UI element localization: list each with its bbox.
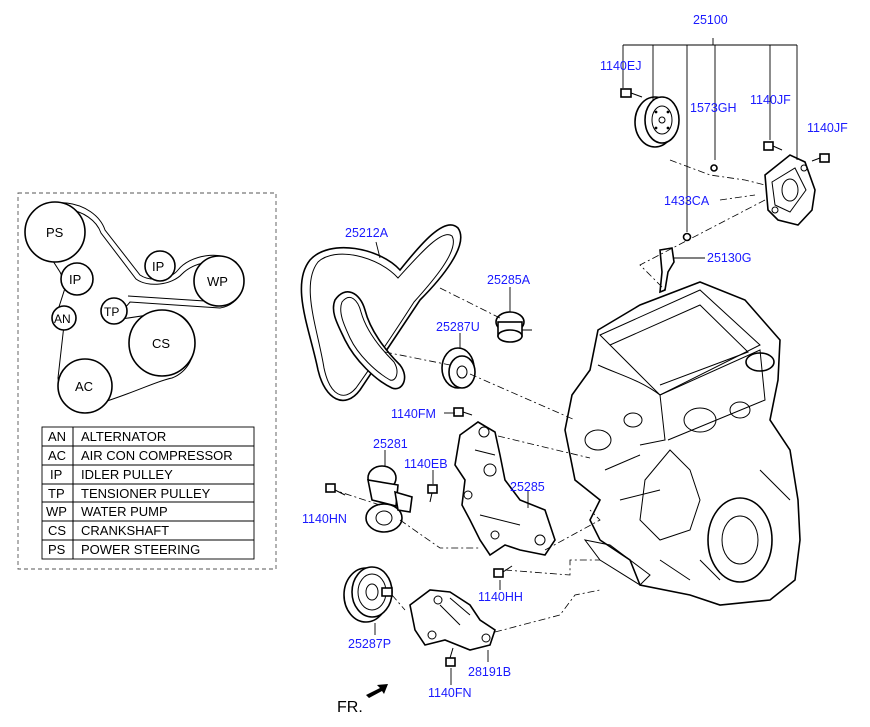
pulley-TP: TP <box>100 297 128 325</box>
legend-name: TENSIONER PULLEY <box>81 486 211 501</box>
water-pump-body <box>764 154 816 226</box>
drive-belt-25212A <box>300 224 462 402</box>
label-1140FN: 1140FN <box>428 686 472 700</box>
bolt-1140JF-a <box>763 141 783 151</box>
label-25212A: 25212A <box>345 226 389 240</box>
bolt-1140EJ <box>620 88 643 98</box>
front-indicator-text: FR. <box>337 699 363 716</box>
legend-code: WP <box>46 504 67 519</box>
part-number-labels: 25100 1140EJ 1573GH 1140JF 1140JF 1433CA… <box>302 13 848 700</box>
label-1140JF-a: 1140JF <box>750 93 791 107</box>
pin-1573GH <box>710 164 718 172</box>
legend-code: PS <box>48 542 66 557</box>
tensioner-assembly-25281 <box>365 465 413 533</box>
assembly-lines <box>339 159 766 633</box>
pulley-25287P <box>343 566 393 623</box>
legend-code: AC <box>48 448 66 463</box>
legend-name: CRANKSHAFT <box>81 523 169 538</box>
legend-code: TP <box>48 486 65 501</box>
pulley-IP-top: IP <box>144 250 176 282</box>
pulley-IP-top-label: IP <box>152 259 164 274</box>
water-pump-pulley <box>634 96 680 148</box>
legend-code: AN <box>48 429 66 444</box>
pulley-CS: CS <box>128 309 196 377</box>
pulley-AN-label: AN <box>54 312 71 326</box>
pulley-CS-label: CS <box>152 336 170 351</box>
legend-code: IP <box>50 467 62 482</box>
idler-25285A <box>495 311 532 343</box>
water-pump-assembly <box>620 88 830 294</box>
tensioner-bracket-25285 <box>454 421 556 557</box>
bolt-1140FN <box>445 647 456 667</box>
label-25287P: 25287P <box>348 637 391 651</box>
label-1140EJ: 1140EJ <box>600 59 641 73</box>
label-25100: 25100 <box>693 13 728 27</box>
label-25130G: 25130G <box>707 251 751 265</box>
plug-1433CA <box>682 232 692 242</box>
label-28191B: 28191B <box>468 665 511 679</box>
legend-table: AN ALTERNATOR AC AIR CON COMPRESSOR IP I… <box>41 426 255 560</box>
pulley-PS-label: PS <box>46 225 64 240</box>
pulley-PS: PS <box>24 201 86 263</box>
leader-lines <box>374 38 798 685</box>
pulley-TP-label: TP <box>104 305 119 319</box>
pulley-AN: AN <box>51 305 77 331</box>
label-25287U: 25287U <box>436 320 480 334</box>
label-1140HN: 1140HN <box>302 512 347 526</box>
pulley-AC-label: AC <box>75 379 93 394</box>
bracket-28191B <box>409 589 496 651</box>
pulley-IP-left-label: IP <box>69 272 81 287</box>
belt-routing-box: PS IP WP IP AN TP CS AC <box>17 192 277 570</box>
legend-name: POWER STEERING <box>81 542 200 557</box>
label-25285A: 25285A <box>487 273 531 287</box>
idler-pulley-25287U <box>441 347 476 389</box>
pulley-WP-label: WP <box>207 274 228 289</box>
label-1573GH: 1573GH <box>690 101 737 115</box>
label-1140FM: 1140FM <box>391 407 436 421</box>
bolt-1140HN <box>325 483 346 496</box>
front-arrow-icon <box>366 684 388 698</box>
bolt-1140HH <box>493 565 513 578</box>
bolt-1140EB <box>427 484 438 503</box>
legend-name: AIR CON COMPRESSOR <box>81 448 233 463</box>
legend-name: ALTERNATOR <box>81 429 166 444</box>
label-25281: 25281 <box>373 437 408 451</box>
bolt-1140JF-b <box>811 153 830 163</box>
pulley-IP-left: IP <box>60 262 94 296</box>
label-1433CA: 1433CA <box>664 194 710 208</box>
label-25285: 25285 <box>510 480 545 494</box>
front-indicator: FR. <box>337 684 388 716</box>
legend-name: WATER PUMP <box>81 504 168 519</box>
legend-code: CS <box>48 523 66 538</box>
label-1140HH: 1140HH <box>478 590 523 604</box>
pulley-AC: AC <box>57 358 113 414</box>
label-1140JF-b: 1140JF <box>807 121 848 135</box>
legend-name: IDLER PULLEY <box>81 467 173 482</box>
gasket-25130G <box>659 247 675 294</box>
pulley-WP: WP <box>193 255 245 307</box>
engine-block <box>564 281 801 606</box>
label-1140EB: 1140EB <box>404 457 448 471</box>
bolt-1140FM <box>453 407 473 417</box>
